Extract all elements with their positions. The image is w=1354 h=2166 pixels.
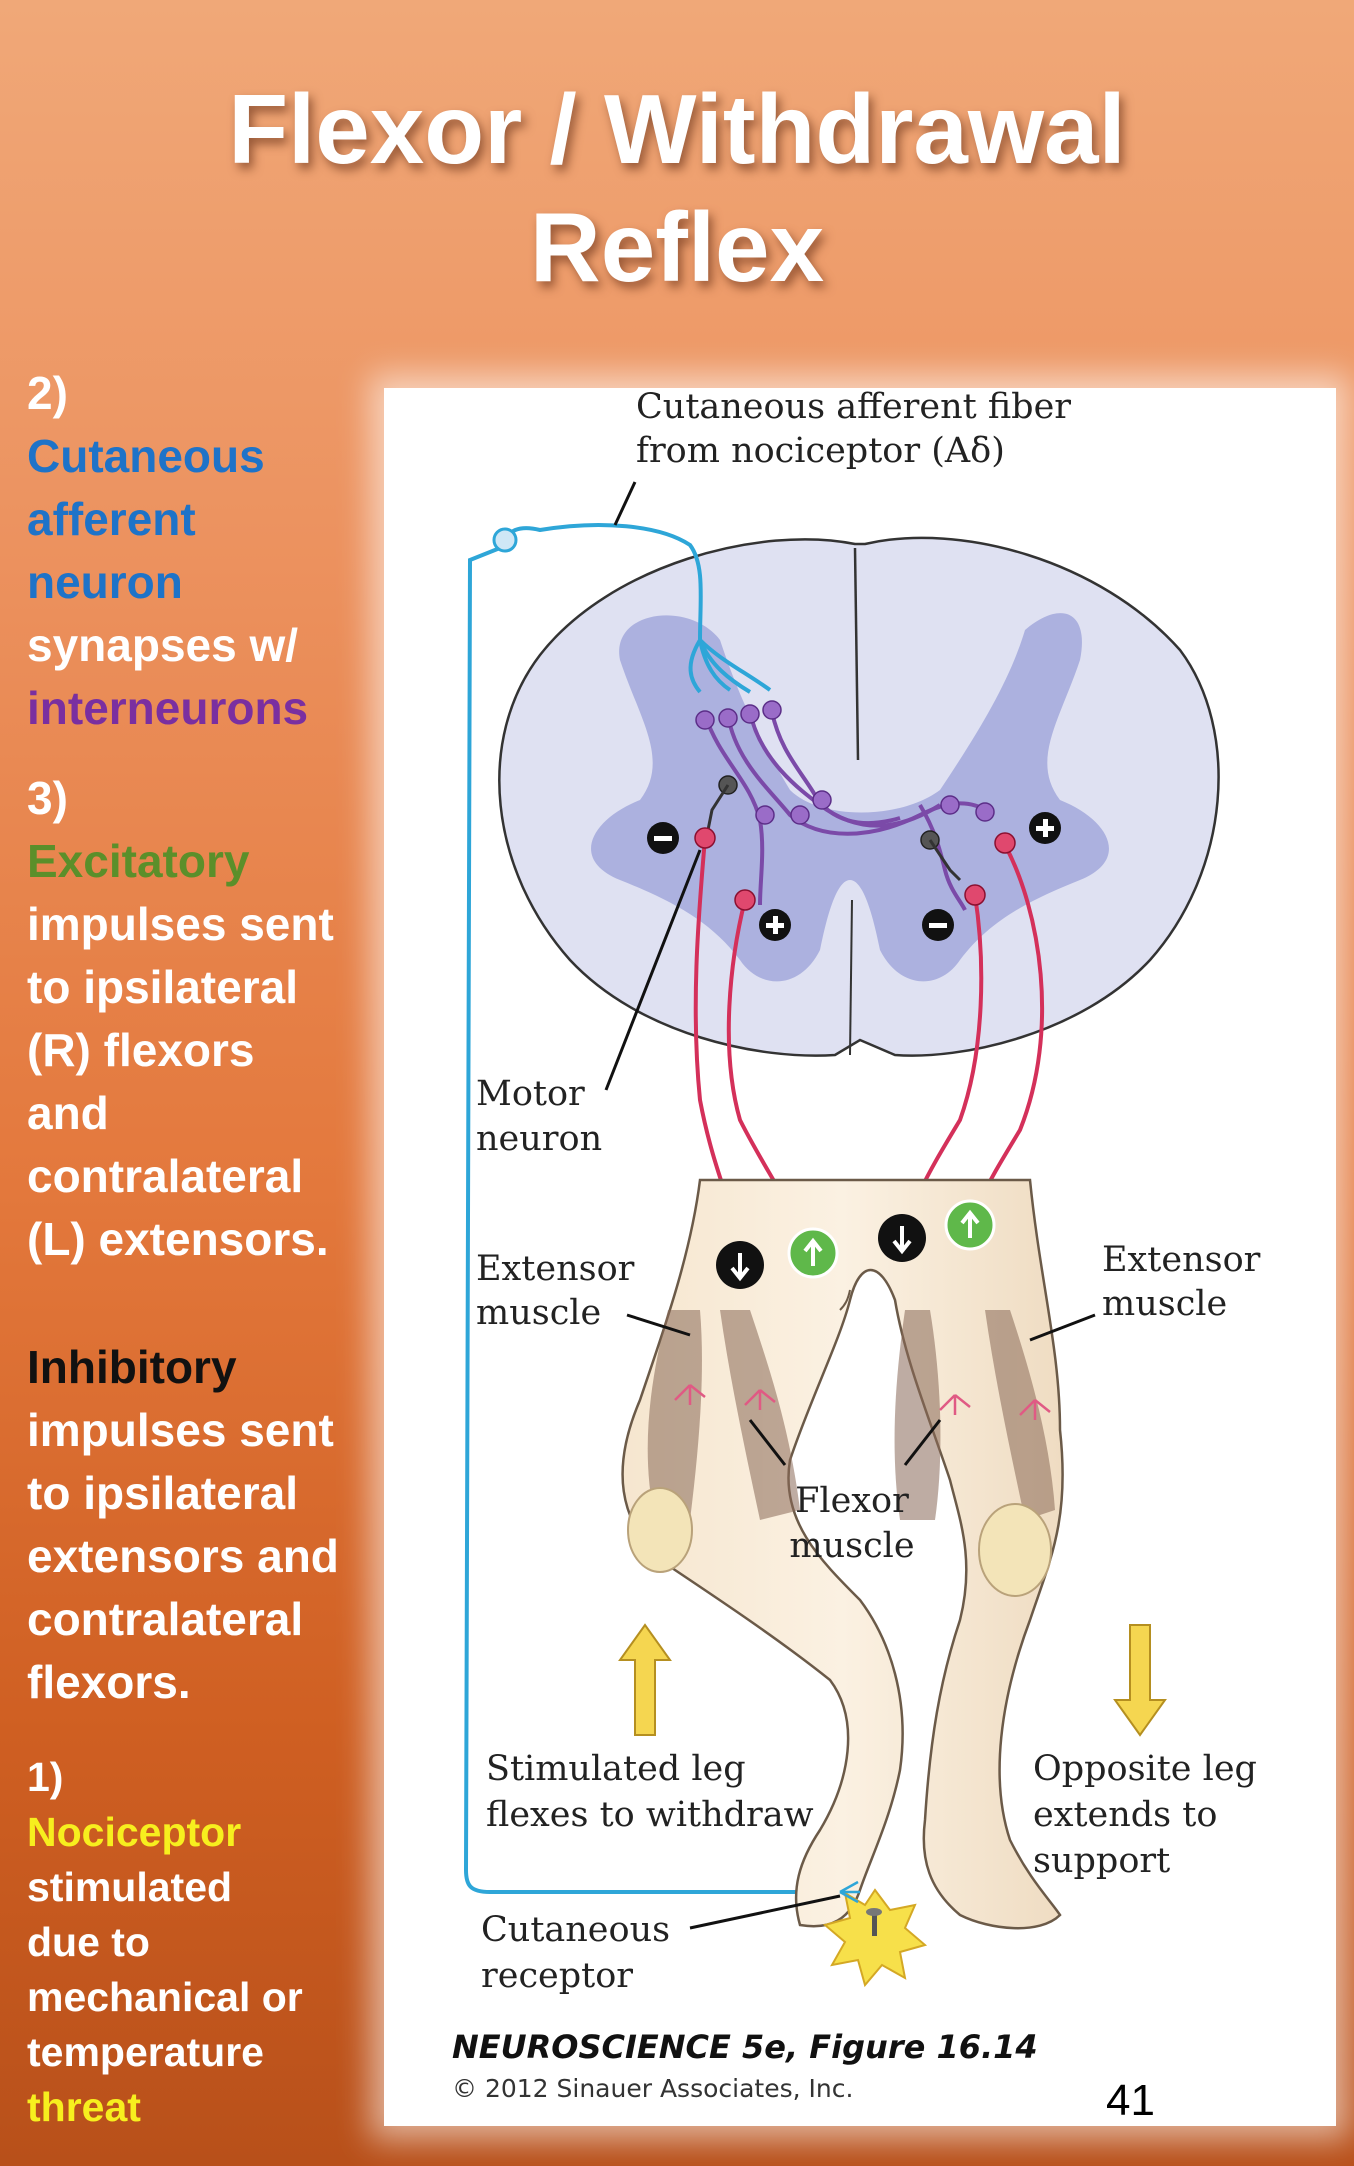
afferent-label-line-1: Cutaneous afferent fiber [636, 387, 1071, 427]
muscle-nerve-endings [674, 1384, 1051, 1420]
movement-arrows [618, 1623, 1167, 1737]
step-1-text: 1) Nociceptor stimulated due to mechanic… [27, 1750, 387, 2135]
receptor-label-line-1: Cutaneous [481, 1910, 670, 1950]
inhibitory-text: Inhibitory impulses sent to ipsilateral … [27, 1336, 387, 1714]
inhibitory-word-2: impulses sent [27, 1404, 334, 1456]
extensor-right-label-line-1: Extensor [1102, 1240, 1261, 1280]
afferent-cell-body [492, 527, 518, 553]
step-1-word-3: due to [27, 1919, 150, 1965]
impulse-markers [716, 1199, 996, 1289]
step-2-number: 2) [27, 367, 68, 419]
step-3-word-4: (R) flexors [27, 1024, 255, 1076]
up-arrow-icon [618, 1623, 672, 1736]
step-2-word-4: synapses w/ [27, 619, 299, 671]
inhibitory-word-1: Inhibitory [27, 1341, 237, 1393]
page-number: 41 [1106, 2076, 1155, 2125]
opposite-leg-label-line-1: Opposite leg [1033, 1749, 1257, 1789]
afferent-label-line-2: from nociceptor (Aδ) [636, 431, 1005, 471]
spinal-cord [498, 536, 1220, 1057]
extensor-right-label-line-2: muscle [1102, 1284, 1227, 1324]
step-2-word-5: interneurons [27, 682, 309, 734]
inhibitory-word-5: contralateral [27, 1593, 304, 1645]
step-3-word-1: Excitatory [27, 835, 250, 887]
opposite-leg-label-line-3: support [1033, 1841, 1170, 1881]
afferent-fiber [463, 523, 840, 1894]
title-line-1: Flexor / Withdrawal [228, 74, 1126, 184]
inhibitory-word-4: extensors and [27, 1530, 339, 1582]
receptor-label-line-2: receptor [481, 1956, 633, 1996]
step-3-word-7: (L) extensors. [27, 1213, 329, 1265]
flexor-label-line-1: Flexor [795, 1481, 909, 1521]
step-2-text: 2) Cutaneous afferent neuron synapses w/… [27, 362, 387, 740]
stimulated-leg-label-line-2: flexes to withdraw [486, 1795, 814, 1835]
motor-label-line-1: Motor [476, 1074, 585, 1114]
interneuron-somata [695, 700, 995, 825]
title-line-2: Reflex [529, 192, 825, 302]
synapse-signs [647, 812, 1061, 941]
pain-stimulus-icon [822, 1888, 928, 1988]
figure-credit-copyright: © 2012 Sinauer Associates, Inc. [452, 2074, 853, 2103]
figure-credit-title: NEUROSCIENCE 5e, Figure 16.14 [452, 2028, 1038, 2066]
extensor-left-label-line-1: Extensor [476, 1249, 635, 1289]
extensor-left-label-line-2: muscle [476, 1293, 601, 1333]
step-3-number: 3) [27, 772, 68, 824]
down-arrow-icon [1113, 1624, 1167, 1737]
inhibitory-word-3: to ipsilateral [27, 1467, 298, 1519]
step-1-word-1: Nociceptor [27, 1809, 242, 1855]
flexor-label-line-2: muscle [789, 1526, 914, 1566]
step-3-word-6: contralateral [27, 1150, 304, 1202]
step-2-word-2: afferent [27, 493, 196, 545]
step-1-word-4: mechanical or [27, 1974, 303, 2020]
slide-title: Flexor / Withdrawal Reflex [0, 70, 1354, 306]
inhibitory-word-6: flexors. [27, 1656, 191, 1708]
step-3-word-2: impulses sent [27, 898, 334, 950]
step-3-word-3: to ipsilateral [27, 961, 298, 1013]
opposite-leg-label-line-2: extends to [1033, 1795, 1217, 1835]
step-1-word-5: temperature [27, 2029, 264, 2075]
motor-label-line-2: neuron [476, 1119, 602, 1159]
step-3-word-5: and [27, 1087, 109, 1139]
receptor-endings [839, 1880, 860, 1904]
step-2-word-3: neuron [27, 556, 183, 608]
step-2-word-1: Cutaneous [27, 430, 265, 482]
step-3-text: 3) Excitatory impulses sent to ipsilater… [27, 767, 387, 1271]
motor-neuron-somata [694, 827, 1016, 911]
leader-lines [604, 481, 1096, 1930]
step-1-word-2: stimulated [27, 1864, 233, 1910]
step-1-number: 1) [27, 1754, 64, 1800]
step-1-word-6: threat [27, 2084, 141, 2130]
stimulated-leg-label-line-1: Stimulated leg [486, 1749, 746, 1789]
